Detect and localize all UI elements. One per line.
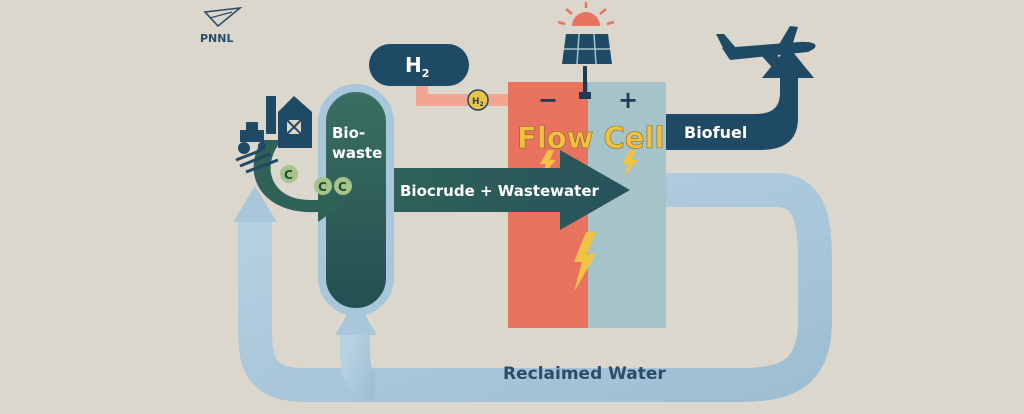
pnnl-logo-text: PNNL	[200, 32, 233, 45]
biocrude-arrow-body	[390, 150, 630, 230]
airplane-icon	[716, 26, 816, 74]
flow-cell-plus: +	[618, 86, 638, 114]
hydrogen-tank-body	[369, 44, 469, 86]
solar-panel-icon	[557, 2, 615, 65]
flow-cell-minus: −	[538, 86, 558, 114]
reactor-label-line1: Bio-	[332, 124, 365, 142]
carbon-label-1: C	[284, 168, 293, 182]
reclaimed-water-branch	[340, 330, 377, 400]
tractor-icon	[235, 122, 279, 174]
carbon-label-3: C	[338, 180, 347, 194]
hydrogen-tank-label: H2	[405, 53, 429, 80]
lightning-bolt-small-1	[540, 150, 556, 176]
lightning-icon	[540, 150, 638, 292]
hydrogen-tank: H2 H2	[369, 44, 512, 111]
reactor-label-line2: waste	[332, 144, 382, 162]
biocrude-arrow: Biocrude + Wastewater	[390, 150, 630, 230]
flow-cell-title: Flow Cell	[517, 121, 664, 155]
hydrogen-pipe-horizontal	[416, 94, 512, 106]
sun-icon	[557, 2, 615, 26]
carbon-label-2: C	[318, 180, 327, 194]
reclaimed-water-loop	[233, 173, 832, 402]
lightning-bolt-large	[574, 232, 596, 292]
carbon-dot-1	[280, 165, 298, 183]
solar-wire	[583, 66, 587, 96]
biocrude-label: Biocrude + Wastewater	[400, 182, 599, 200]
solar-plug	[579, 92, 591, 99]
pnnl-logo-icon: PNNL	[200, 6, 243, 45]
hydrogen-valve-icon	[467, 89, 489, 111]
carbon-dot-3	[334, 177, 352, 195]
carbon-dot-2	[314, 177, 332, 195]
barn-icon	[266, 96, 312, 148]
carbon-flow-arrow: C C C	[253, 140, 352, 222]
carbon-arrow-body	[253, 140, 342, 222]
lightning-bolt-small-2	[622, 150, 638, 176]
reclaimed-water-label: Reclaimed Water	[503, 364, 666, 384]
biofuel-label: Biofuel	[684, 123, 747, 142]
hydrogen-valve-label: H2	[472, 97, 484, 108]
reclaimed-water-band	[238, 173, 832, 402]
biofuel-arrow: Biofuel	[666, 46, 814, 150]
water-arrow-head-reactor	[335, 300, 377, 335]
water-arrow-head-left	[233, 186, 277, 222]
